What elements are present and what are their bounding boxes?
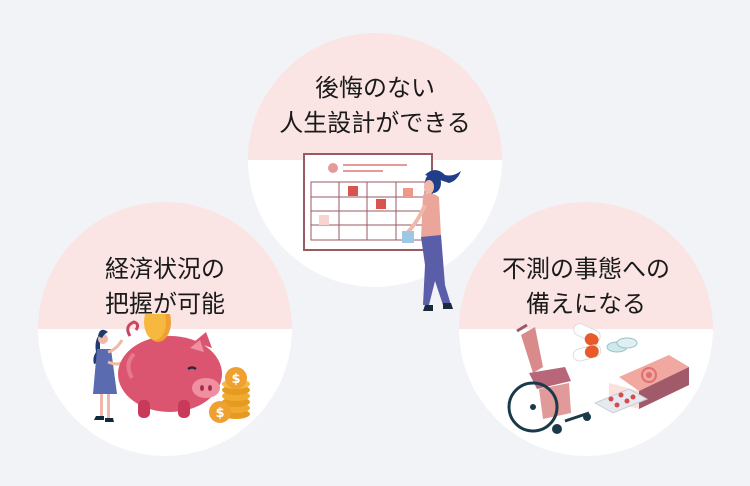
coin-stack-icon: $ $	[209, 367, 250, 423]
coin-icon	[144, 314, 171, 342]
blister-pack-icon	[593, 388, 649, 414]
benefit-circle-life-planning: 後悔のない 人生設計ができる	[248, 33, 502, 287]
svg-text:$: $	[231, 372, 240, 387]
benefit-circle-financial-overview: 経済状況の 把握が可能	[38, 202, 292, 456]
wheelchair-icon	[507, 323, 591, 434]
benefit-circle-emergency-preparedness: 不測の事態への 備えになる	[459, 202, 713, 456]
benefit-title: 経済状況の 把握が可能	[105, 255, 225, 318]
woman-with-tablet-illustration	[402, 170, 461, 311]
benefit-title: 不測の事態への 備えになる	[502, 255, 670, 318]
piggy-bank-icon	[118, 320, 222, 418]
capsule-icon	[572, 323, 638, 362]
benefit-title: 後悔のない 人生設計ができる	[279, 74, 471, 137]
woman-icon	[93, 329, 125, 422]
piggy-bank-illustration: $ $	[93, 314, 250, 423]
medical-illustration	[507, 323, 689, 434]
svg-text:$: $	[215, 406, 224, 421]
